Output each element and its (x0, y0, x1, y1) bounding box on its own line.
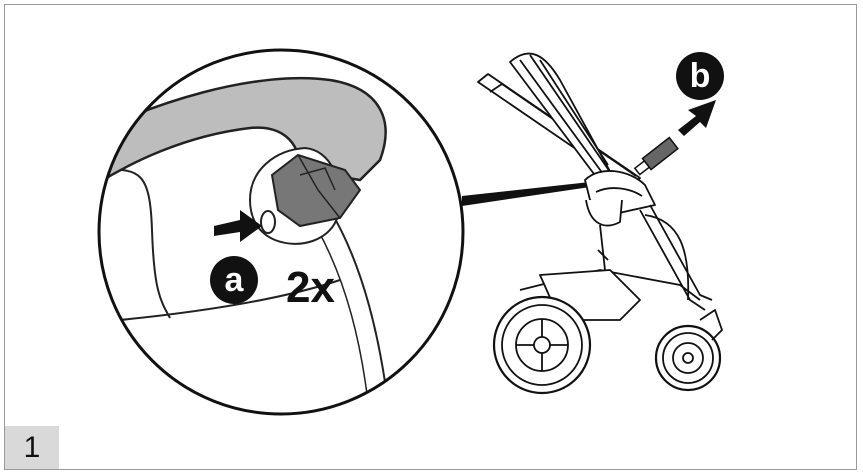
label-b-badge: b (676, 52, 724, 100)
detached-connector (633, 136, 679, 176)
step-number: 1 (5, 426, 59, 469)
callout-leader (462, 182, 590, 206)
detail-magnifier (97, 48, 465, 416)
press-arrow-icon (214, 210, 262, 242)
release-button (260, 210, 276, 234)
pull-arrow-icon (678, 100, 716, 136)
label-a-badge: a (210, 256, 258, 304)
handlebar-connector (270, 153, 362, 228)
step-number-text: 1 (23, 430, 41, 464)
stroller-illustration (477, 52, 723, 395)
repeat-count-label: 2x (286, 263, 335, 312)
